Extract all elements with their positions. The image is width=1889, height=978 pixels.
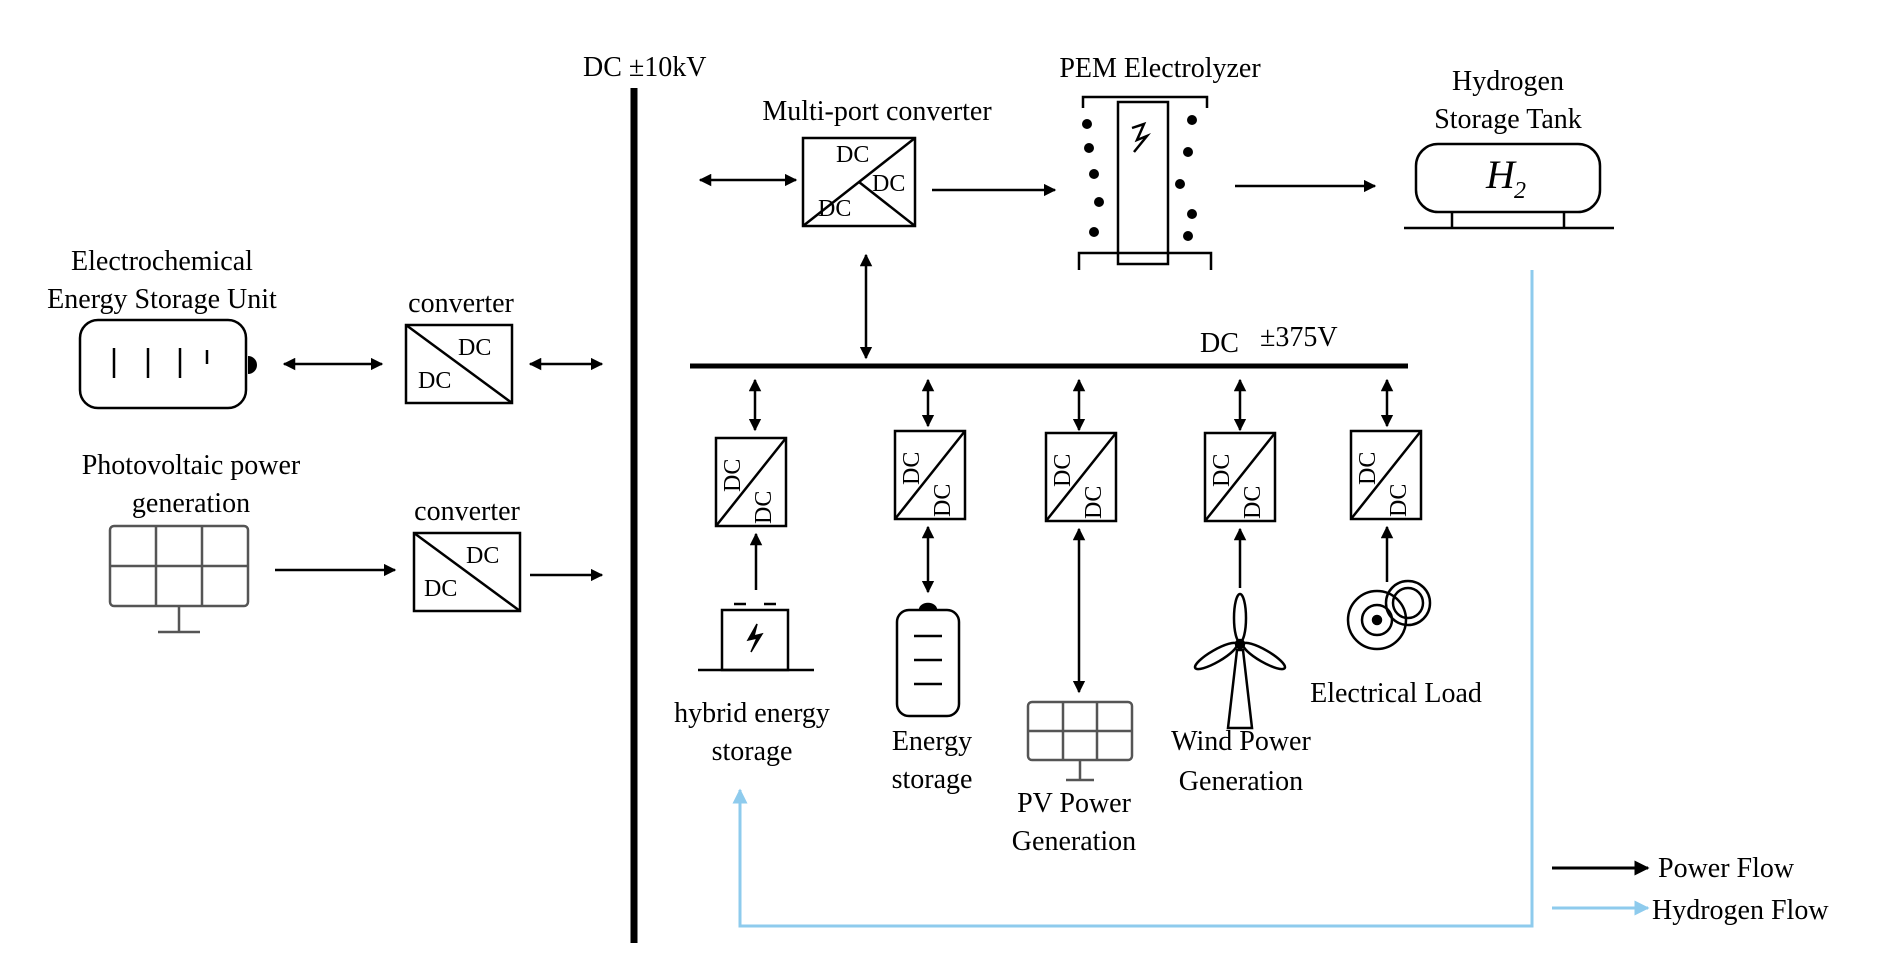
- branch4-converter: DC DC: [1203, 431, 1277, 523]
- energy-label-line2: storage: [892, 764, 973, 795]
- main-bus-label: DC ±10kV: [583, 52, 706, 83]
- legend-hydrogen-label: Hydrogen Flow: [1652, 895, 1829, 926]
- ess-title-line2: Energy Storage Unit: [47, 284, 277, 315]
- svg-text:DC: DC: [720, 459, 746, 492]
- svg-text:DC: DC: [1386, 484, 1412, 517]
- svg-text:DC: DC: [818, 196, 851, 222]
- converter1-label: converter: [408, 288, 514, 319]
- electrical-load-icon: [1346, 579, 1432, 651]
- svg-text:DC: DC: [424, 576, 457, 602]
- multiport-converter-box: DC DC DC: [801, 136, 917, 228]
- converter1-box: DC DC: [404, 323, 514, 405]
- svg-text:DC: DC: [466, 543, 499, 569]
- pv-power-label-line2: Generation: [1012, 826, 1136, 857]
- battery-icon: [78, 318, 257, 410]
- branch5-converter: DC DC: [1349, 429, 1423, 521]
- sub-bus-label-voltage: ±375V: [1260, 322, 1338, 353]
- wind-label-line1: Wind Power: [1171, 726, 1311, 757]
- hybrid-label-line2: storage: [712, 736, 793, 767]
- pv-panel-icon: [1026, 700, 1134, 782]
- svg-text:DC: DC: [751, 491, 777, 524]
- branch1-converter: DC DC: [714, 436, 788, 528]
- electrolyzer-bubbles: [1082, 115, 1197, 241]
- pem-label: PEM Electrolyzer: [1059, 53, 1261, 84]
- wind-label-line2: Generation: [1179, 766, 1303, 797]
- svg-text:DC: DC: [1081, 486, 1107, 519]
- pv-title-line2: generation: [132, 488, 250, 519]
- energy-label-line1: Energy: [892, 726, 972, 757]
- svg-text:DC: DC: [458, 335, 491, 361]
- solar-panel-icon: [108, 524, 250, 634]
- multiport-label: Multi-port converter: [762, 96, 992, 127]
- electrolyzer-icon: [1077, 95, 1213, 270]
- energy-storage-icon: [895, 602, 961, 718]
- hybrid-storage-icon: [698, 602, 814, 672]
- hydrogen-flow-line: [732, 270, 1534, 928]
- svg-text:DC: DC: [899, 452, 925, 485]
- pv-title-line1: Photovoltaic power: [82, 450, 301, 481]
- sub-bus-label-prefix: DC: [1200, 328, 1239, 359]
- hydrogen-tank-icon: [1404, 142, 1614, 230]
- svg-text:DC: DC: [418, 368, 451, 394]
- svg-text:DC: DC: [872, 171, 905, 197]
- svg-text:DC: DC: [1050, 454, 1076, 487]
- tank-label-line2: Storage Tank: [1434, 104, 1582, 135]
- converter2-label: converter: [414, 496, 520, 527]
- h2-symbol: H: [1485, 152, 1517, 197]
- svg-text:DC: DC: [1355, 452, 1381, 485]
- svg-text:DC: DC: [1209, 454, 1235, 487]
- pv-power-label-line1: PV Power: [1017, 788, 1132, 819]
- converter2-box: DC DC: [412, 531, 522, 613]
- svg-text:DC: DC: [930, 484, 956, 517]
- svg-text:DC: DC: [1240, 486, 1266, 519]
- branch2-converter: DC DC: [893, 429, 967, 521]
- load-label: Electrical Load: [1310, 678, 1482, 709]
- hybrid-label-line1: hybrid energy: [674, 698, 830, 729]
- h2-subscript: 2: [1514, 178, 1526, 204]
- wind-turbine-icon: [1193, 592, 1287, 730]
- tank-label-line1: Hydrogen: [1452, 66, 1564, 97]
- svg-text:DC: DC: [836, 142, 869, 168]
- branch3-converter: DC DC: [1044, 431, 1118, 523]
- ess-title-line1: Electrochemical: [71, 246, 253, 277]
- legend-power-label: Power Flow: [1658, 853, 1795, 884]
